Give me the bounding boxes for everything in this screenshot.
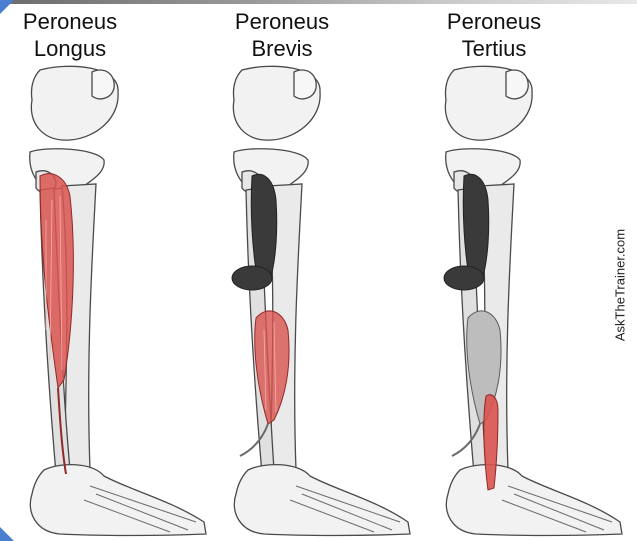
cut-muscle-end <box>232 266 272 290</box>
panel-peroneus-brevis: Peroneus Brevis <box>212 0 424 541</box>
watermark-label: AskTheTrainer.com <box>613 229 628 341</box>
leg-illustration-tertius <box>424 0 636 541</box>
cut-muscle-end <box>444 266 484 290</box>
leg-illustration-brevis <box>212 0 424 541</box>
leg-illustration-longus <box>0 0 212 541</box>
panel-peroneus-tertius: Peroneus Tertius <box>424 0 636 541</box>
foot <box>234 465 410 536</box>
panel-peroneus-longus: Peroneus Longus <box>0 0 212 541</box>
foot <box>446 465 622 536</box>
watermark-text: AskTheTrainer.com <box>609 210 631 360</box>
foot <box>30 465 206 536</box>
